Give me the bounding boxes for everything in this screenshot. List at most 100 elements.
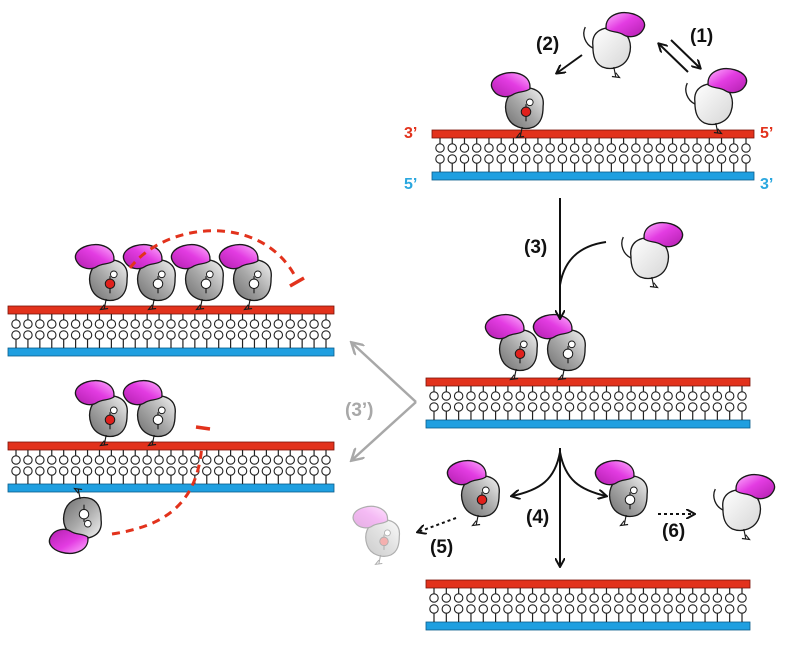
base-bottom xyxy=(459,154,470,172)
base-top xyxy=(564,386,575,401)
base-bottom xyxy=(202,466,212,484)
base-top xyxy=(490,386,501,401)
arrow-step-3-join xyxy=(559,241,607,286)
active-site-bead xyxy=(379,536,389,547)
bound-protein-pair-b xyxy=(532,314,586,381)
base-top xyxy=(178,450,188,465)
base-top xyxy=(484,138,494,153)
base-top xyxy=(154,450,164,465)
base-bottom xyxy=(466,604,476,622)
base-bottom xyxy=(675,402,686,420)
base-bottom xyxy=(82,330,93,348)
base-bottom xyxy=(533,154,543,172)
protein-foot xyxy=(147,434,157,447)
free-protein-step6 xyxy=(713,474,776,541)
protein-foot xyxy=(99,434,109,447)
protein-cap xyxy=(218,244,259,270)
strand-3to5 xyxy=(425,579,751,589)
base-top xyxy=(724,386,735,401)
base-top xyxy=(700,588,710,603)
protein-cap xyxy=(594,460,635,486)
base-bottom xyxy=(273,330,284,348)
inhibition-bar-bottom xyxy=(195,425,211,431)
active-site-bead-small xyxy=(158,406,166,415)
trans-protein-1 xyxy=(74,380,128,447)
base-bottom xyxy=(626,402,636,420)
base-top xyxy=(503,588,513,603)
base-top xyxy=(273,450,284,465)
base-top xyxy=(466,588,476,603)
base-bottom xyxy=(285,466,295,484)
base-top xyxy=(643,138,653,153)
released-protein-right xyxy=(594,460,648,527)
base-top xyxy=(594,138,604,153)
protein-cap xyxy=(490,72,531,98)
protein-tail xyxy=(583,26,594,49)
base-bottom xyxy=(520,154,531,172)
base-bottom xyxy=(490,604,501,622)
base-top xyxy=(626,386,636,401)
arrow-step-2 xyxy=(557,54,583,73)
base-bottom xyxy=(638,402,649,420)
protein-foot xyxy=(741,528,751,541)
dna-duplex-initial xyxy=(431,129,755,181)
base-bottom xyxy=(213,466,224,484)
dna-layer xyxy=(7,129,755,631)
base-top xyxy=(285,314,295,329)
protein-foot xyxy=(515,126,525,139)
base-bottom xyxy=(503,402,513,420)
base-top xyxy=(142,314,152,329)
protein-foot xyxy=(195,298,205,311)
base-bottom xyxy=(540,402,550,420)
base-top xyxy=(651,386,661,401)
bound-protein-step2 xyxy=(490,72,544,139)
base-top xyxy=(545,138,555,153)
base-bottom xyxy=(471,154,482,172)
base-top xyxy=(35,450,45,465)
active-site-bead xyxy=(104,278,116,290)
incoming-protein-step3 xyxy=(621,222,684,289)
strand-end-bottom-left: 5’ xyxy=(404,176,417,193)
protein-foot xyxy=(557,368,567,381)
base-bottom xyxy=(478,604,489,622)
base-bottom xyxy=(729,154,739,172)
base-top xyxy=(724,588,735,603)
base-bottom xyxy=(626,604,636,622)
base-top xyxy=(466,386,476,401)
strand-5to3 xyxy=(431,171,755,181)
base-bottom xyxy=(577,402,587,420)
base-bottom xyxy=(655,154,666,172)
base-bottom xyxy=(601,402,612,420)
active-site-bead-small xyxy=(482,486,490,495)
base-bottom xyxy=(601,604,612,622)
base-top xyxy=(297,450,307,465)
arrows xyxy=(352,39,700,566)
base-bottom xyxy=(261,330,272,348)
base-bottom xyxy=(737,604,747,622)
protein-foot xyxy=(509,368,519,381)
base-top xyxy=(626,588,636,603)
base-top xyxy=(471,138,482,153)
base-top xyxy=(70,450,81,465)
base-top xyxy=(606,138,617,153)
base-bottom xyxy=(552,604,562,622)
base-bottom xyxy=(70,330,81,348)
base-top xyxy=(237,450,248,465)
protein-cap xyxy=(707,68,748,94)
active-site-bead xyxy=(200,278,212,290)
protein-tail xyxy=(685,82,696,105)
base-top xyxy=(667,138,678,153)
base-top xyxy=(540,386,550,401)
base-top xyxy=(47,314,57,329)
base-top xyxy=(716,138,727,153)
base-top xyxy=(58,314,69,329)
step-label-6: (6) xyxy=(662,521,685,542)
base-bottom xyxy=(225,466,236,484)
arrow-step-1-forward xyxy=(670,39,700,68)
released-protein-left xyxy=(446,460,500,527)
active-site-bead-small xyxy=(568,340,576,349)
base-bottom xyxy=(490,402,501,420)
strand-5to3 xyxy=(425,621,751,631)
free-protein-top xyxy=(583,12,646,79)
protein-foot xyxy=(611,66,621,79)
